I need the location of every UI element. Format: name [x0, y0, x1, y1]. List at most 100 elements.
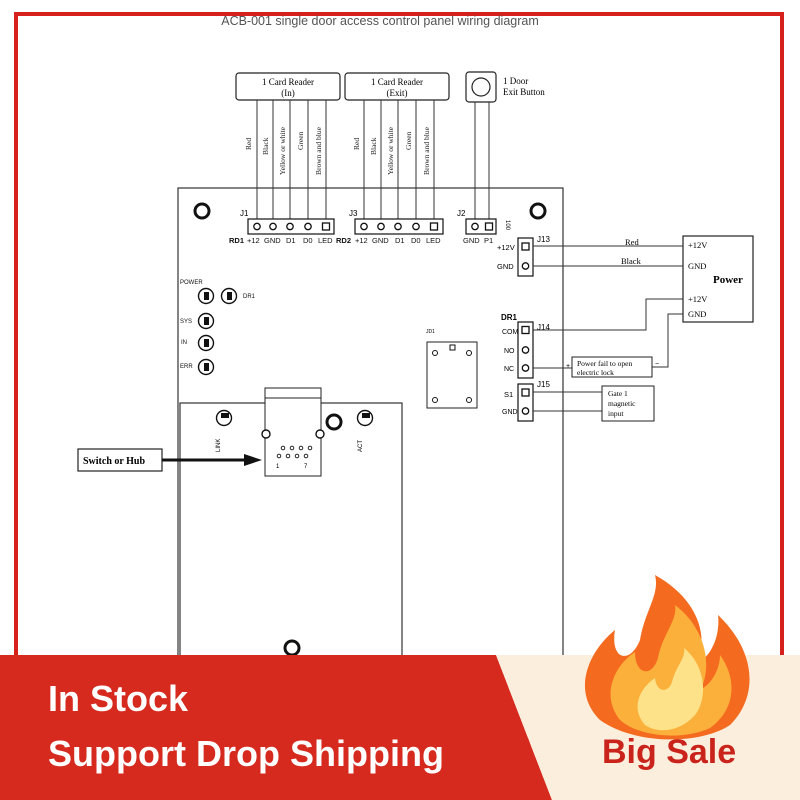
svg-text:COM: COM	[502, 329, 519, 336]
svg-text:D0: D0	[303, 236, 313, 245]
svg-text:POWER: POWER	[180, 280, 203, 286]
svg-text:+12V: +12V	[497, 243, 515, 252]
act-label: ACT	[358, 440, 364, 452]
svg-text:GND: GND	[264, 236, 281, 245]
card-reader-in-label: 1 Card Reader	[262, 77, 314, 87]
link-label: LINK	[216, 439, 222, 452]
led-link-icon	[215, 409, 233, 427]
svg-text:D1: D1	[395, 236, 405, 245]
svg-text:GND: GND	[372, 236, 389, 245]
svg-text:magnetic: magnetic	[608, 399, 636, 408]
power-gnd2: GND	[688, 309, 706, 319]
svg-text:NO: NO	[504, 348, 515, 355]
power-v1: +12V	[688, 240, 708, 250]
j15-label: J15	[537, 380, 550, 389]
power-wires	[533, 245, 683, 368]
led-act-icon	[356, 409, 374, 427]
lock-label: Power fail to open	[577, 359, 632, 368]
drop-shipping-text: Support Drop Shipping	[48, 733, 444, 774]
mount-hole-module	[325, 413, 343, 431]
power-title: Power	[713, 274, 743, 286]
j1-label: J1	[240, 209, 249, 218]
svg-text:Brown and blue: Brown and blue	[314, 126, 323, 175]
big-sale-text: Big Sale	[602, 733, 737, 771]
jd1-label: JD1	[426, 329, 435, 335]
mount-hole-top-left	[193, 202, 211, 220]
in-stock-text: In Stock	[48, 678, 189, 719]
mounting-holes	[193, 202, 547, 657]
svg-text:LED: LED	[426, 236, 441, 245]
mount-hole-top-right	[529, 202, 547, 220]
svg-text:GND: GND	[502, 409, 518, 416]
svg-text:Yellow or white: Yellow or white	[386, 126, 395, 175]
card-reader-exit-label: 1 Card Reader	[371, 77, 423, 87]
status-led-labels: POWER DR1 SYS IN ERR	[180, 280, 256, 370]
j2-side-label: 100	[504, 220, 510, 231]
gate-label: Gate 1	[608, 389, 628, 398]
led-sys-icon	[197, 312, 215, 330]
reader-exit-wires	[363, 100, 435, 220]
svg-text:+12: +12	[247, 236, 260, 245]
svg-text:LED: LED	[318, 236, 333, 245]
reader-in-wires	[256, 100, 327, 220]
svg-text:P1: P1	[484, 236, 493, 245]
svg-text:GND: GND	[463, 236, 480, 245]
j3-label: J3	[349, 209, 358, 218]
reader-in-wire-labels: Red Black Yellow or white Green Brown an…	[244, 126, 323, 175]
rj45-port: 1 7	[261, 387, 325, 477]
j2-label: J2	[457, 209, 466, 218]
j14-pin-labels: COM NO NC	[502, 329, 519, 373]
power-gnd1: GND	[688, 261, 706, 271]
svg-text:1: 1	[276, 464, 280, 470]
j3-pins	[360, 222, 439, 231]
svg-text:RD1: RD1	[229, 236, 244, 245]
exit-button-sublabel: Exit Button	[503, 87, 545, 97]
exit-button-wires	[474, 102, 490, 220]
j13-label: J13	[537, 235, 550, 244]
led-err-icon	[197, 358, 215, 376]
card-reader-in-box	[235, 72, 341, 101]
svg-text:Brown and blue: Brown and blue	[422, 126, 431, 175]
svg-text:SYS: SYS	[180, 319, 192, 325]
arrow-head-icon	[244, 454, 262, 466]
svg-text:Black: Black	[369, 137, 378, 155]
svg-text:Yellow or white: Yellow or white	[278, 126, 287, 175]
svg-text:Red: Red	[352, 138, 361, 150]
electric-lock-box	[571, 356, 653, 378]
power-supply-box	[682, 235, 754, 323]
svg-text:S1: S1	[504, 390, 513, 399]
reader-exit-wire-labels: Red Black Yellow or white Green Brown an…	[352, 126, 431, 175]
gate-wires	[533, 391, 602, 412]
wire-black-label: Black	[621, 256, 642, 266]
j1-pins	[253, 222, 331, 231]
j1-pin-labels: RD1 +12 GND D1 D0 LED	[229, 236, 333, 245]
svg-text:IN: IN	[181, 340, 187, 346]
card-reader-exit-sublabel: (Exit)	[387, 88, 408, 98]
j3-pin-labels: RD2 +12 GND D1 D0 LED	[336, 236, 441, 245]
led-icons	[197, 287, 374, 427]
j2-pin-labels: GND P1	[463, 236, 493, 245]
svg-text:DR1: DR1	[243, 294, 256, 300]
gate-input-box	[601, 385, 655, 422]
card-reader-in-sublabel: (In)	[281, 88, 295, 98]
exit-button-label: 1 Door	[503, 76, 528, 86]
svg-text:Green: Green	[296, 131, 305, 150]
diagram-title: ACB-001 single door access control panel…	[221, 14, 539, 28]
svg-text:GND: GND	[497, 262, 514, 271]
led-in-icon	[197, 334, 215, 352]
power-v2: +12V	[688, 294, 708, 304]
j14-label: J14	[537, 323, 550, 332]
svg-text:+: +	[566, 363, 570, 370]
svg-text:Black: Black	[261, 137, 270, 155]
switch-hub-label: Switch or Hub	[83, 456, 145, 467]
flame-icon	[584, 575, 750, 740]
svg-text:D1: D1	[286, 236, 296, 245]
dr1-relay-label: DR1	[501, 313, 518, 322]
svg-text:ERR: ERR	[180, 364, 193, 370]
svg-text:+12: +12	[355, 236, 368, 245]
svg-text:−: −	[655, 361, 659, 368]
exit-button-icon	[471, 77, 491, 97]
svg-text:Red: Red	[244, 138, 253, 150]
